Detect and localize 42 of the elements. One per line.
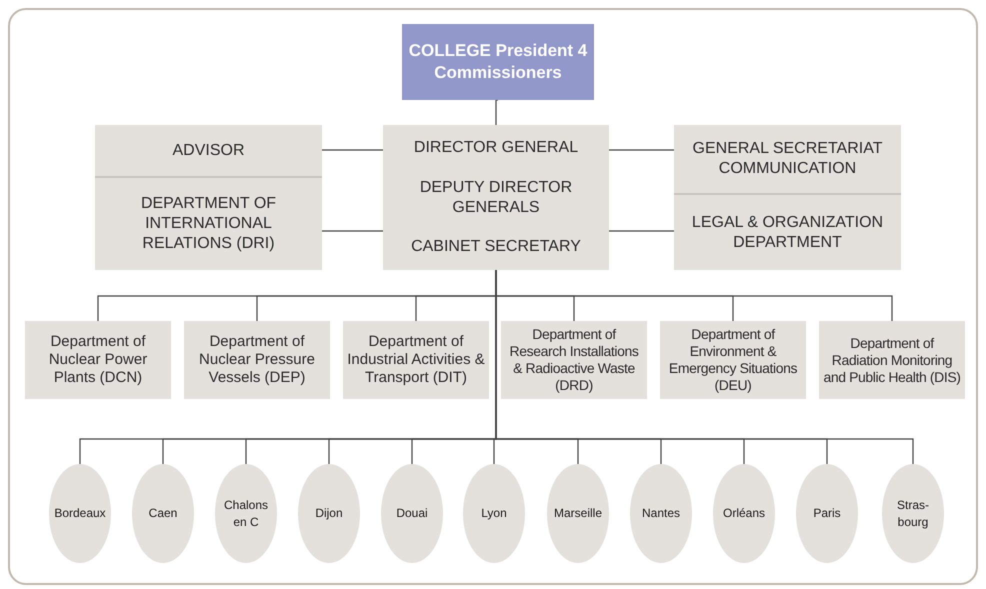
node-text: Department of Research Installations & Radioactive Waste (DRD) bbox=[508, 326, 640, 394]
node-text: Chalons en C bbox=[222, 496, 270, 530]
org-box bbox=[674, 193, 901, 270]
node-text: ADVISOR bbox=[172, 140, 244, 160]
node-text: Department of Nuclear Pressure Vessels (DEP) bbox=[198, 333, 316, 387]
node-text: Department of Nuclear Power Plants (DCN) bbox=[48, 333, 148, 387]
node-text: Department of Radiation Monitoring and Public Health (DIS) bbox=[823, 334, 961, 386]
node-text: Nantes bbox=[642, 505, 680, 522]
node-text: Orléans bbox=[722, 505, 766, 522]
node-text: Paris bbox=[813, 505, 841, 522]
connector-line bbox=[609, 149, 674, 151]
node-text: Stras-bourg bbox=[896, 496, 930, 530]
node-text: GENERAL SECRETARIAT COMMUNICATION bbox=[692, 139, 884, 179]
org-box bbox=[95, 176, 322, 270]
connector-line bbox=[495, 99, 499, 125]
department-box bbox=[343, 321, 489, 399]
org-box bbox=[383, 125, 609, 270]
department-box bbox=[819, 321, 965, 399]
connector-line bbox=[609, 230, 674, 232]
node-text: Douai bbox=[396, 505, 428, 522]
connector-line bbox=[322, 230, 383, 232]
department-box bbox=[501, 321, 647, 399]
node-text: Bordeaux bbox=[54, 505, 106, 522]
node-text: Department of Industrial Activities & Transport (DIT) bbox=[347, 333, 485, 387]
connector-line bbox=[322, 149, 383, 151]
org-box bbox=[95, 125, 322, 176]
college-box bbox=[402, 24, 594, 100]
department-box bbox=[660, 321, 806, 399]
node-text: LEGAL & ORGANIZATION DEPARTMENT bbox=[690, 212, 884, 252]
node-text: DEPARTMENT OF INTERNATIONAL RELATIONS (DRI) bbox=[140, 194, 278, 254]
department-box bbox=[25, 321, 171, 399]
node-text: DEPUTY DIRECTOR GENERALS bbox=[418, 178, 574, 218]
node-text: DIRECTOR GENERAL bbox=[414, 138, 578, 158]
node-text: Department of Environment & Emergency Situations (DEU) bbox=[668, 326, 798, 394]
org-box bbox=[674, 125, 901, 193]
department-box bbox=[184, 321, 330, 399]
node-text: CABINET SECRETARY bbox=[411, 237, 581, 257]
node-text: COLLEGE President 4 Commissioners bbox=[408, 40, 588, 84]
node-text: Caen bbox=[148, 505, 178, 522]
node-text: Lyon bbox=[481, 505, 507, 522]
node-text: Dijon bbox=[315, 505, 343, 522]
node-text: Marseille bbox=[554, 505, 602, 522]
